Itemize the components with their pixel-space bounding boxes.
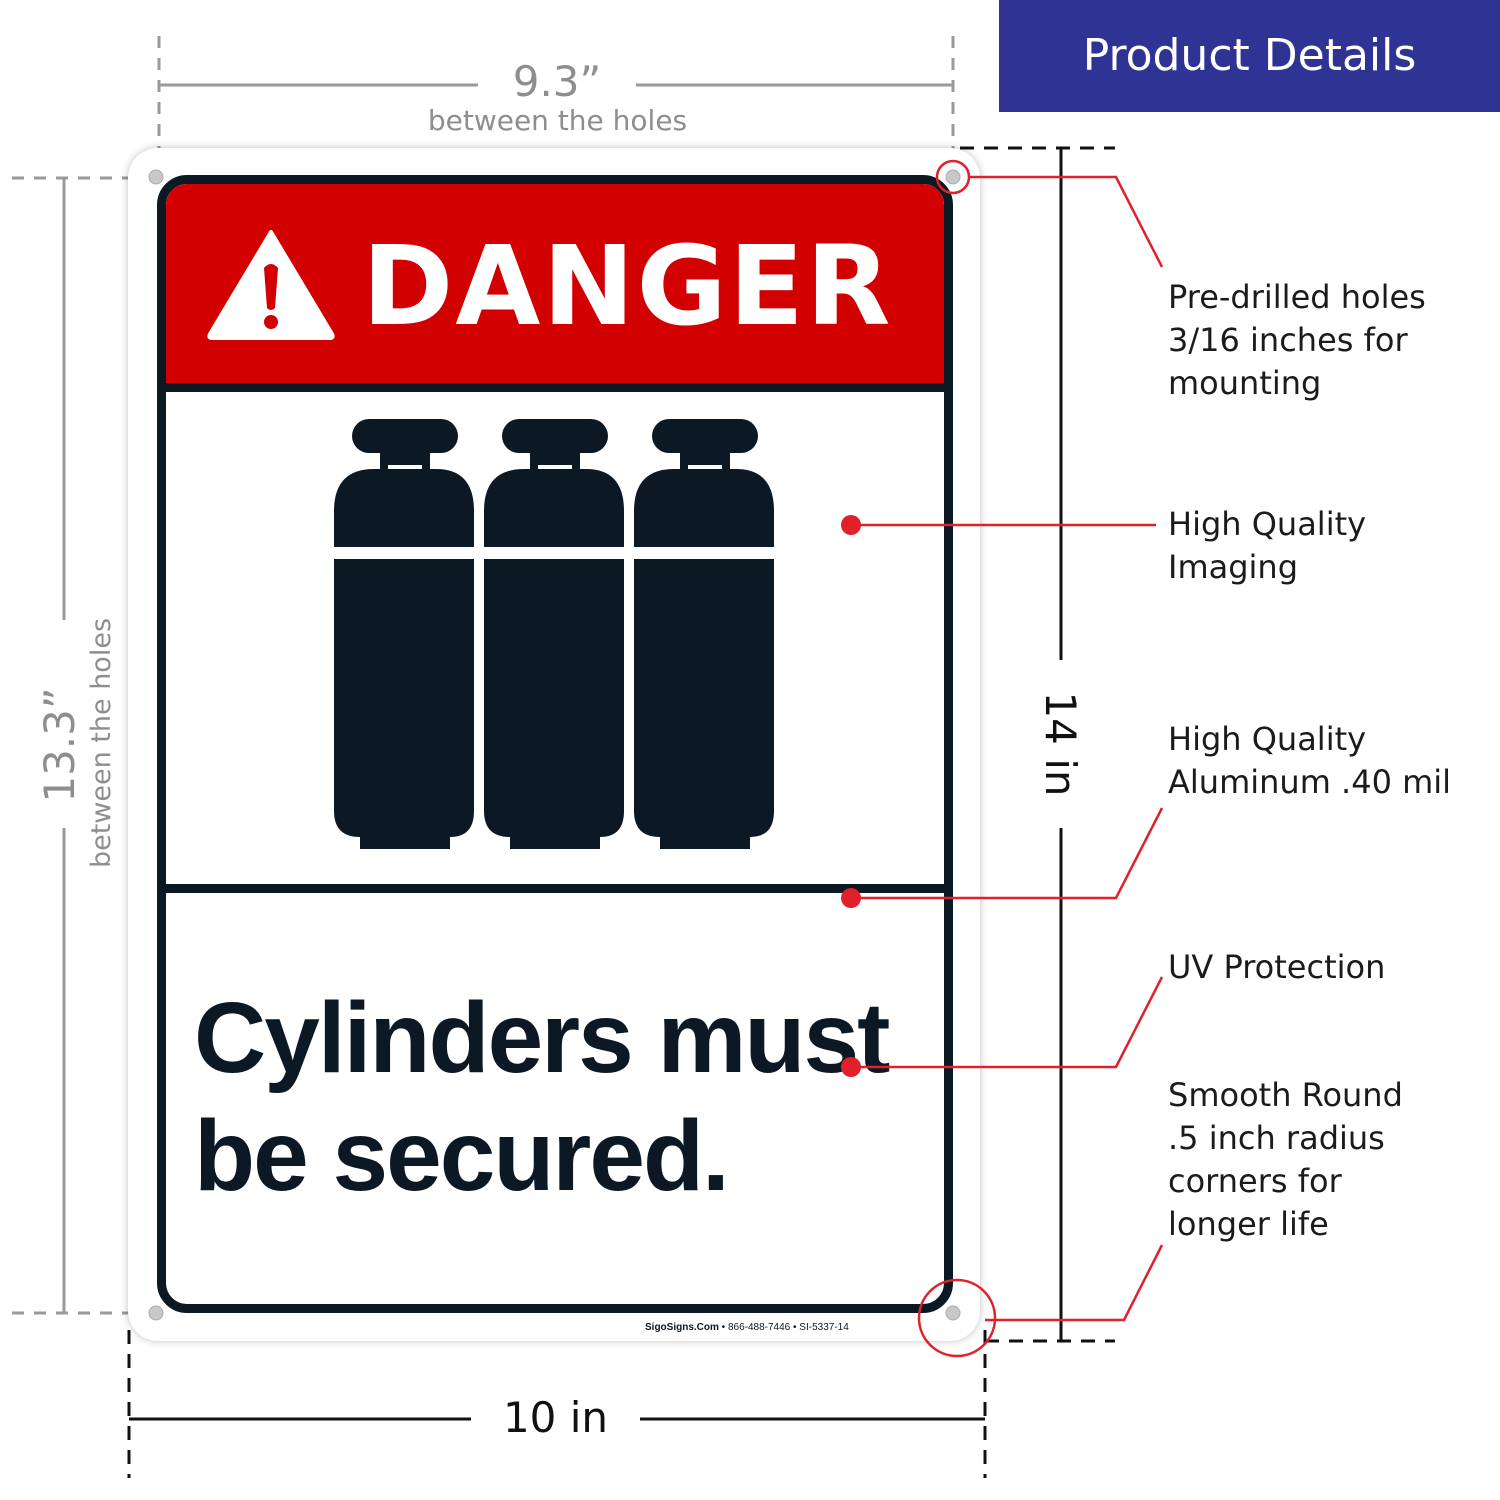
feature-line: corners for (1168, 1162, 1342, 1200)
feature-line: UV Protection (1168, 948, 1386, 986)
feature-line: 3/16 inches for (1168, 321, 1408, 359)
sign-message-line-1: Cylinders must (194, 982, 890, 1094)
imaging-dot (841, 515, 861, 535)
feature-line: Smooth Round (1168, 1076, 1403, 1114)
corner-callout-ring (917, 1278, 997, 1358)
sign-footer: SigoSigns.Com • 866-488-7446 • SI-5337-1… (645, 1322, 849, 1333)
danger-heading: DANGER (362, 222, 893, 350)
section-divider (166, 884, 944, 893)
sign-message-line-2: be secured. (194, 1100, 730, 1212)
aluminum-leader (851, 807, 1164, 900)
hole-top-right (945, 169, 961, 185)
hole-callout-ring (935, 159, 971, 195)
footer-site: SigoSigns.Com (645, 1322, 719, 1333)
feature-line: High Quality (1168, 720, 1367, 758)
uv-leader (851, 976, 1164, 1069)
feature-line: Aluminum .40 mil (1168, 763, 1452, 801)
corner-leader (985, 1244, 1164, 1322)
feature-aluminum: High Quality Aluminum .40 mil (1168, 718, 1498, 804)
feature-line: mounting (1168, 364, 1322, 402)
sign-message: Cylinders must be secured. (194, 979, 924, 1215)
hole-bottom-left (148, 1305, 164, 1321)
feature-rounded-corners: Smooth Round .5 inch radius corners for … (1168, 1074, 1498, 1246)
sign-border: DANGER Cylinders must be secured. (157, 175, 953, 1313)
footer-details: • 866-488-7446 • SI-5337-14 (718, 1322, 849, 1333)
feature-imaging: High Quality Imaging (1168, 503, 1498, 589)
feature-line: High Quality (1168, 505, 1367, 543)
danger-header: DANGER (166, 184, 944, 392)
hole-width-caption: between the holes (427, 104, 688, 137)
feature-line: longer life (1168, 1205, 1329, 1243)
feature-line: Pre-drilled holes (1168, 278, 1426, 316)
aluminum-dot (841, 888, 861, 908)
feature-line: Imaging (1168, 548, 1299, 586)
uv-dot (841, 1057, 861, 1077)
sign-width-label: 10 in (502, 1393, 609, 1442)
feature-line: .5 inch radius (1168, 1119, 1385, 1157)
holes-leader (968, 175, 1164, 268)
hole-width-label: 9.3” (512, 57, 602, 106)
feature-predrilled-holes: Pre-drilled holes 3/16 inches for mounti… (1168, 276, 1498, 405)
product-details-banner: Product Details (999, 0, 1500, 112)
hole-top-left (148, 169, 164, 185)
warning-triangle-icon (207, 230, 335, 340)
hole-bottom-right (945, 1305, 961, 1321)
gas-cylinder-icon (334, 419, 774, 849)
feature-uv-protection: UV Protection (1168, 946, 1498, 989)
